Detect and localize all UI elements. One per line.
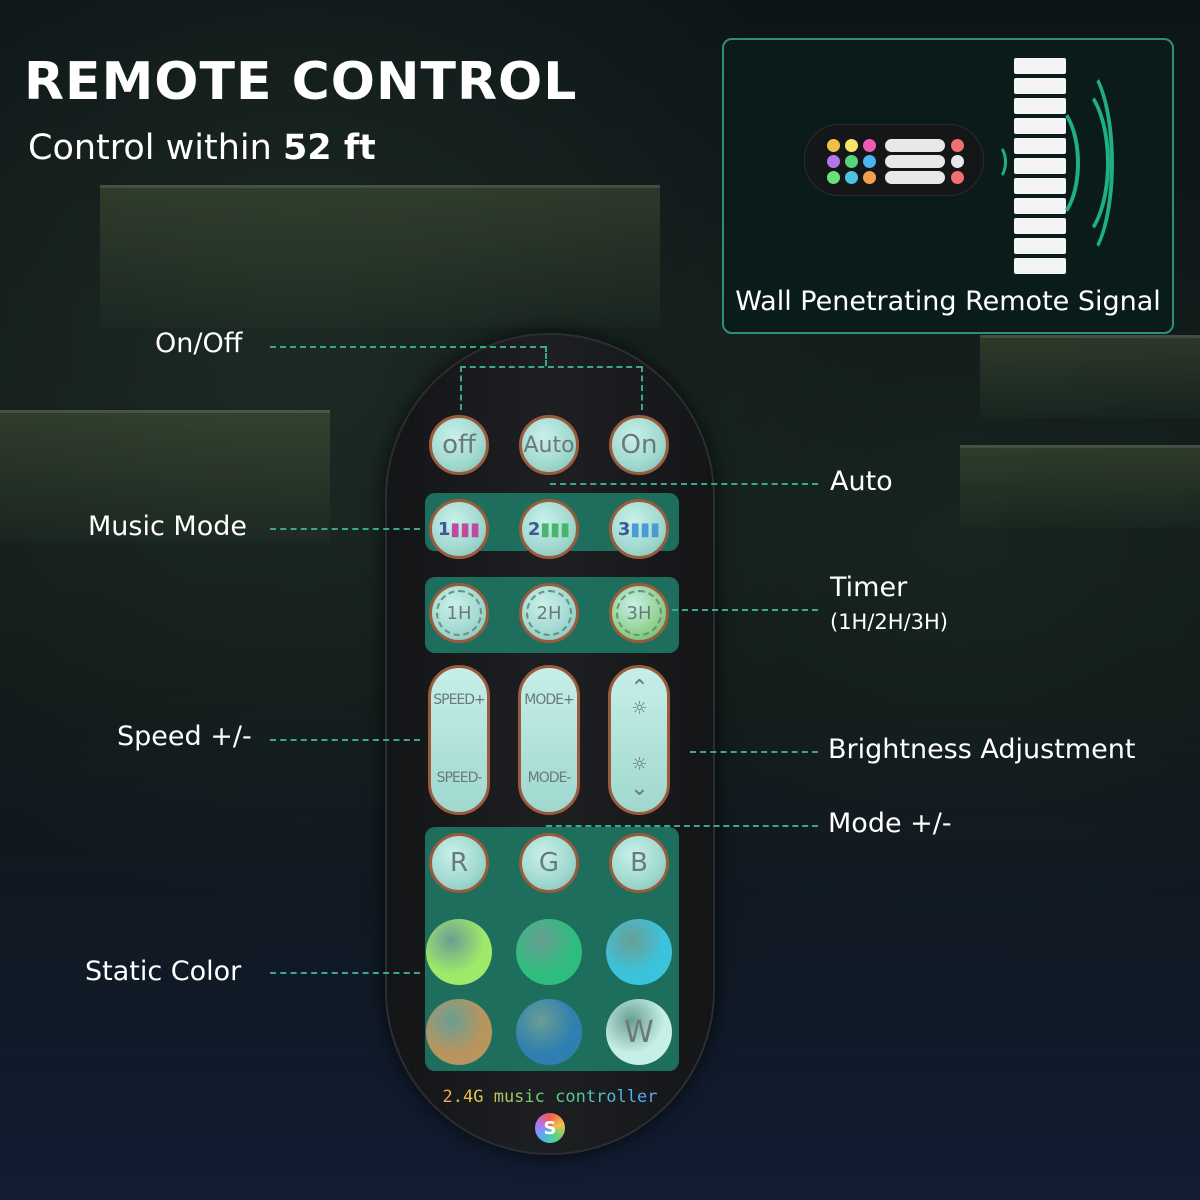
speed-pill: SPEED+ SPEED- bbox=[428, 665, 490, 815]
brand-logo: S bbox=[535, 1113, 565, 1143]
background-shelf bbox=[0, 410, 330, 543]
signal-wave-icon bbox=[986, 144, 1007, 180]
leader-line bbox=[270, 739, 420, 741]
brick bbox=[1014, 78, 1066, 94]
callout-brightness: Brightness Adjustment bbox=[828, 734, 1136, 765]
music-mode-3-button[interactable]: 3▮▮▮ bbox=[609, 499, 669, 559]
callout-timer: Timer bbox=[830, 572, 908, 603]
color-button-tan[interactable] bbox=[426, 999, 492, 1065]
brightness-down-button[interactable]: ⌄ bbox=[630, 776, 648, 801]
callout-music-mode: Music Mode bbox=[88, 511, 247, 542]
music-mode-1-button[interactable]: 1▮▮▮ bbox=[429, 499, 489, 559]
leader-line bbox=[270, 346, 546, 348]
music-mode-number: 1 bbox=[437, 518, 451, 540]
page-title: REMOTE CONTROL bbox=[24, 52, 578, 112]
leader-line bbox=[690, 751, 818, 753]
callout-speed: Speed +/- bbox=[117, 721, 252, 752]
leader-line bbox=[672, 609, 818, 611]
mini-button bbox=[863, 155, 876, 168]
mini-button bbox=[885, 139, 945, 152]
mini-button bbox=[951, 139, 964, 152]
leader-line bbox=[546, 825, 818, 827]
callout-mode: Mode +/- bbox=[828, 808, 952, 839]
speed-minus-button[interactable]: SPEED- bbox=[436, 770, 483, 786]
callout-static-color: Static Color bbox=[85, 956, 242, 987]
subtitle-prefix: Control within bbox=[28, 128, 283, 168]
mini-button bbox=[951, 171, 964, 184]
music-mode-2-button[interactable]: 2▮▮▮ bbox=[519, 499, 579, 559]
speed-plus-button[interactable]: SPEED+ bbox=[433, 692, 486, 708]
leader-line bbox=[460, 366, 642, 368]
off-button[interactable]: off bbox=[429, 415, 489, 475]
mini-button bbox=[951, 155, 964, 168]
mini-button bbox=[827, 171, 840, 184]
leader-line bbox=[460, 366, 462, 410]
mode-pill: MODE+ MODE- bbox=[518, 665, 580, 815]
callout-on-off: On/Off bbox=[155, 328, 243, 359]
mini-button bbox=[845, 139, 858, 152]
mini-button bbox=[845, 155, 858, 168]
equalizer-icon: ▮▮▮ bbox=[450, 518, 481, 540]
remote-control: off Auto On 1▮▮▮ 2▮▮▮ 3▮▮▮ 1H 2H 3H SPEE… bbox=[385, 333, 715, 1155]
mode-plus-button[interactable]: MODE+ bbox=[524, 692, 574, 708]
background-shelf bbox=[100, 185, 660, 328]
mode-minus-button[interactable]: MODE- bbox=[527, 770, 572, 786]
clock-icon bbox=[436, 590, 482, 636]
background-shelf bbox=[980, 335, 1200, 418]
brand-text: 2.4G music controller bbox=[387, 1087, 713, 1107]
leader-line bbox=[270, 528, 420, 530]
callout-timer-sub: (1H/2H/3H) bbox=[830, 610, 948, 634]
sun-icon: ☼ bbox=[631, 698, 647, 719]
mini-button bbox=[827, 139, 840, 152]
clock-icon bbox=[526, 590, 572, 636]
white-button[interactable]: W bbox=[606, 999, 672, 1065]
music-mode-number: 3 bbox=[617, 518, 631, 540]
sun-icon: ☼ bbox=[631, 754, 647, 775]
color-button-blue[interactable] bbox=[516, 999, 582, 1065]
signal-caption: Wall Penetrating Remote Signal bbox=[735, 286, 1161, 317]
signal-wave-icon bbox=[1050, 64, 1114, 262]
timer-1h-button[interactable]: 1H bbox=[429, 583, 489, 643]
mini-button bbox=[827, 155, 840, 168]
timer-3h-button[interactable]: 3H bbox=[609, 583, 669, 643]
range-subtitle: Control within 52 ft bbox=[28, 128, 376, 168]
color-button-cyan[interactable] bbox=[606, 919, 672, 985]
clock-icon bbox=[616, 590, 662, 636]
range-value: 52 ft bbox=[282, 128, 376, 168]
mini-button bbox=[885, 171, 945, 184]
timer-2h-button[interactable]: 2H bbox=[519, 583, 579, 643]
green-button[interactable]: G bbox=[519, 833, 579, 893]
signal-panel: Wall Penetrating Remote Signal bbox=[722, 38, 1174, 334]
mini-button bbox=[885, 155, 945, 168]
red-button[interactable]: R bbox=[429, 833, 489, 893]
leader-line bbox=[545, 346, 547, 366]
mini-button bbox=[863, 139, 876, 152]
music-mode-number: 2 bbox=[527, 518, 541, 540]
brightness-up-button[interactable]: ⌃ bbox=[630, 676, 648, 701]
blue-button[interactable]: B bbox=[609, 833, 669, 893]
on-button[interactable]: On bbox=[609, 415, 669, 475]
callout-auto: Auto bbox=[830, 466, 893, 497]
brick bbox=[1014, 258, 1066, 274]
leader-line bbox=[550, 483, 818, 485]
leader-line bbox=[270, 972, 420, 974]
background-shelf bbox=[960, 445, 1200, 528]
color-button-lime[interactable] bbox=[426, 919, 492, 985]
color-button-green[interactable] bbox=[516, 919, 582, 985]
brick bbox=[1014, 58, 1066, 74]
leader-line bbox=[641, 366, 643, 410]
mini-remote-illustration bbox=[804, 124, 984, 196]
mini-button bbox=[845, 171, 858, 184]
auto-button[interactable]: Auto bbox=[519, 415, 579, 475]
equalizer-icon: ▮▮▮ bbox=[630, 518, 661, 540]
equalizer-icon: ▮▮▮ bbox=[540, 518, 571, 540]
mini-button bbox=[863, 171, 876, 184]
brightness-pill: ⌃ ☼ ☼ ⌄ bbox=[608, 665, 670, 815]
brick bbox=[1014, 238, 1066, 254]
logo-letter: S bbox=[543, 1117, 557, 1139]
